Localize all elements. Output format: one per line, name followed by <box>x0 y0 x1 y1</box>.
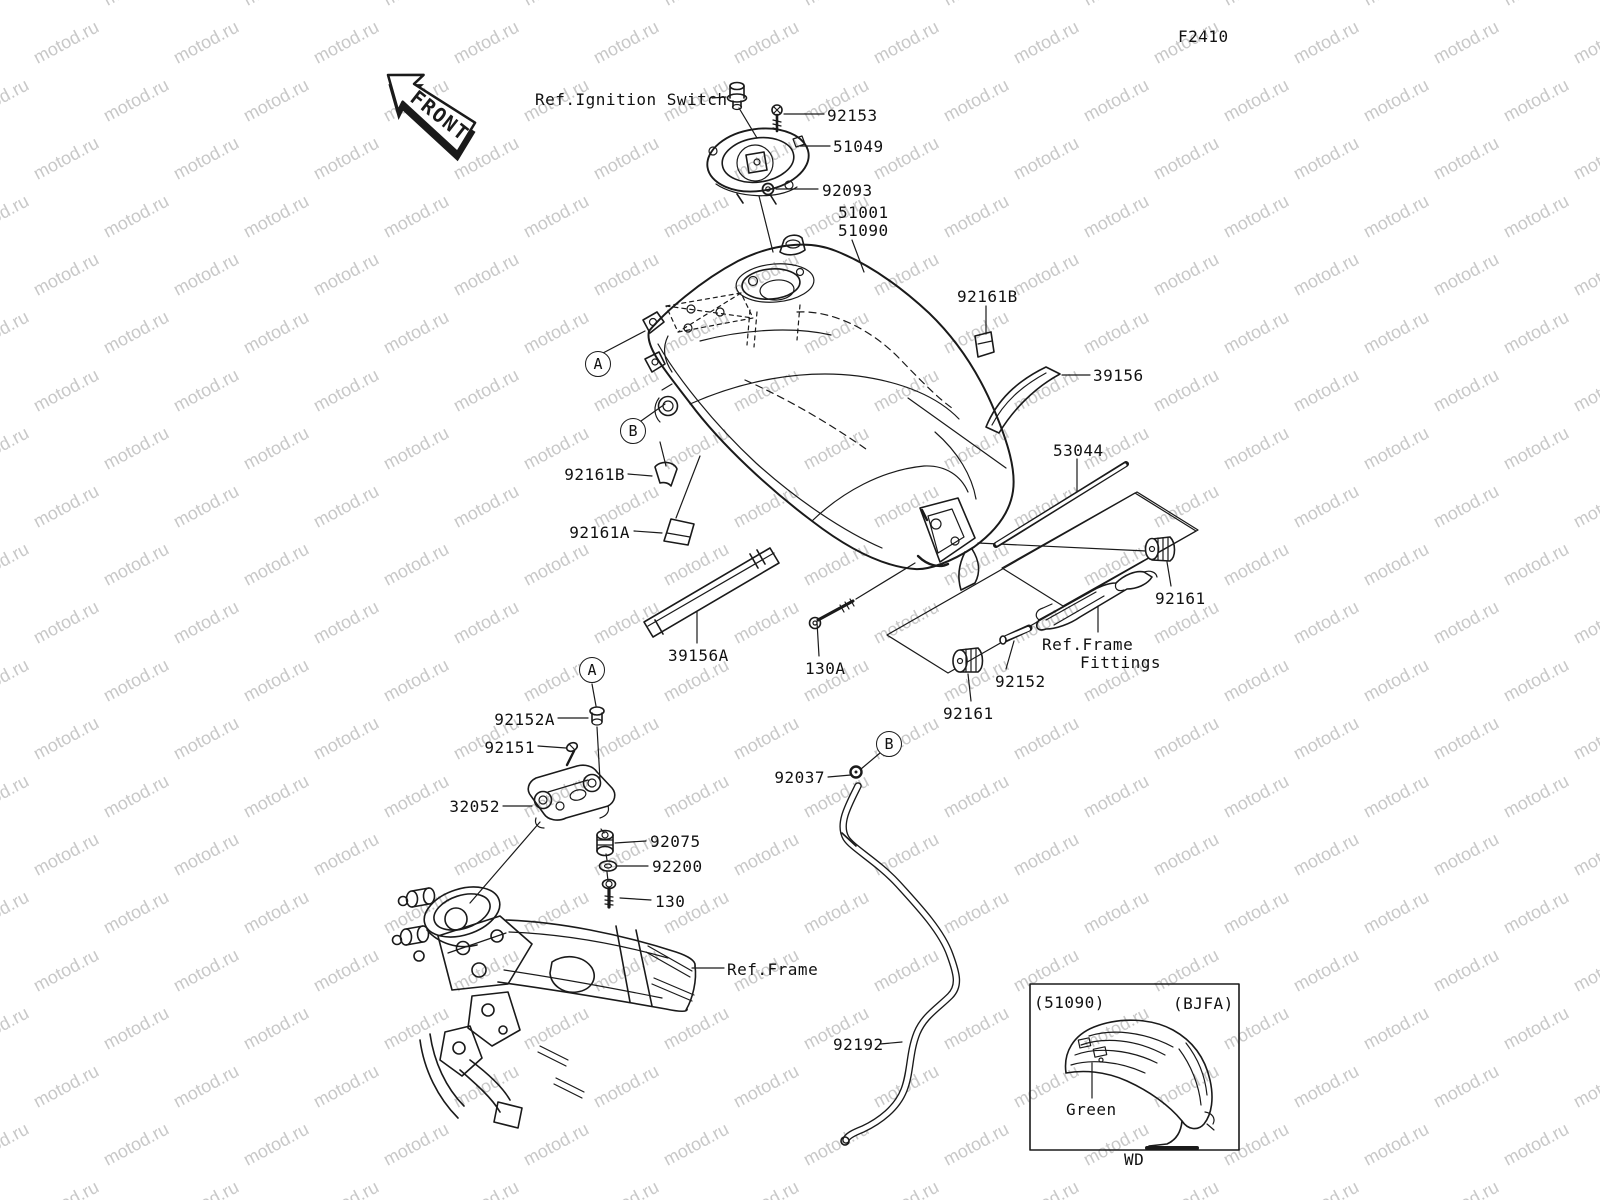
part-label-92152: 92152 <box>995 672 1046 691</box>
part-label-51090: 51090 <box>838 221 889 240</box>
part-label-92153: 92153 <box>827 106 878 125</box>
callout-circle-b-3: B <box>876 731 902 757</box>
part-label-92037: 92037 <box>774 768 825 787</box>
fuel-tank-drawing <box>642 234 1015 591</box>
part-label-92151: 92151 <box>484 738 535 757</box>
fuel-hose <box>839 782 961 1146</box>
part-label-32052: 32052 <box>449 797 500 816</box>
inset-color-note: Green <box>1066 1100 1117 1119</box>
part-label-ref-frame-fittings-line1: Ref.Frame <box>1042 635 1134 654</box>
part-label-ref-frame-fittings-line2: Fittings <box>1080 653 1162 672</box>
part-label-51001: 51001 <box>838 203 889 222</box>
part-label-92161a: 92161A <box>569 523 630 542</box>
inset-variant-left: (51090) <box>1034 993 1105 1012</box>
callout-circle-a-0: A <box>585 351 611 377</box>
part-label-92161-mid: 92161 <box>943 704 994 723</box>
part-label-92192: 92192 <box>833 1035 884 1054</box>
part-label-51049: 51049 <box>833 137 884 156</box>
part-label-39156a: 39156A <box>668 646 729 665</box>
part-label-ref-ignition-switch: Ref.Ignition Switch <box>535 90 728 109</box>
fuel-cap-assembly <box>706 81 810 205</box>
part-label-92161-right: 92161 <box>1155 589 1206 608</box>
part-label-130a: 130A <box>805 659 846 678</box>
part-label-92200: 92200 <box>652 857 703 876</box>
inset-variant-box <box>1029 983 1240 1151</box>
fasteners-fittings <box>527 536 1176 909</box>
part-label-92152a: 92152A <box>494 710 555 729</box>
part-label-92161b-left: 92161B <box>564 465 625 484</box>
part-label-53044: 53044 <box>1053 441 1104 460</box>
callout-circle-a-2: A <box>579 657 605 683</box>
part-label-ref-frame: Ref.Frame <box>727 960 819 979</box>
frame-drawing <box>391 886 697 1129</box>
part-label-92093: 92093 <box>822 181 873 200</box>
callout-circle-b-1: B <box>620 418 646 444</box>
construction-lines <box>886 491 1199 674</box>
part-label-92161b-right: 92161B <box>957 287 1018 306</box>
figure-code: F2410 <box>1178 27 1229 46</box>
part-label-92075: 92075 <box>650 832 701 851</box>
inset-footer-code: WD <box>1124 1150 1145 1169</box>
part-label-130: 130 <box>655 892 686 911</box>
damper-pads <box>643 331 1129 638</box>
inset-variant-right: (BJFA) <box>1173 994 1234 1013</box>
part-label-39156: 39156 <box>1093 366 1144 385</box>
